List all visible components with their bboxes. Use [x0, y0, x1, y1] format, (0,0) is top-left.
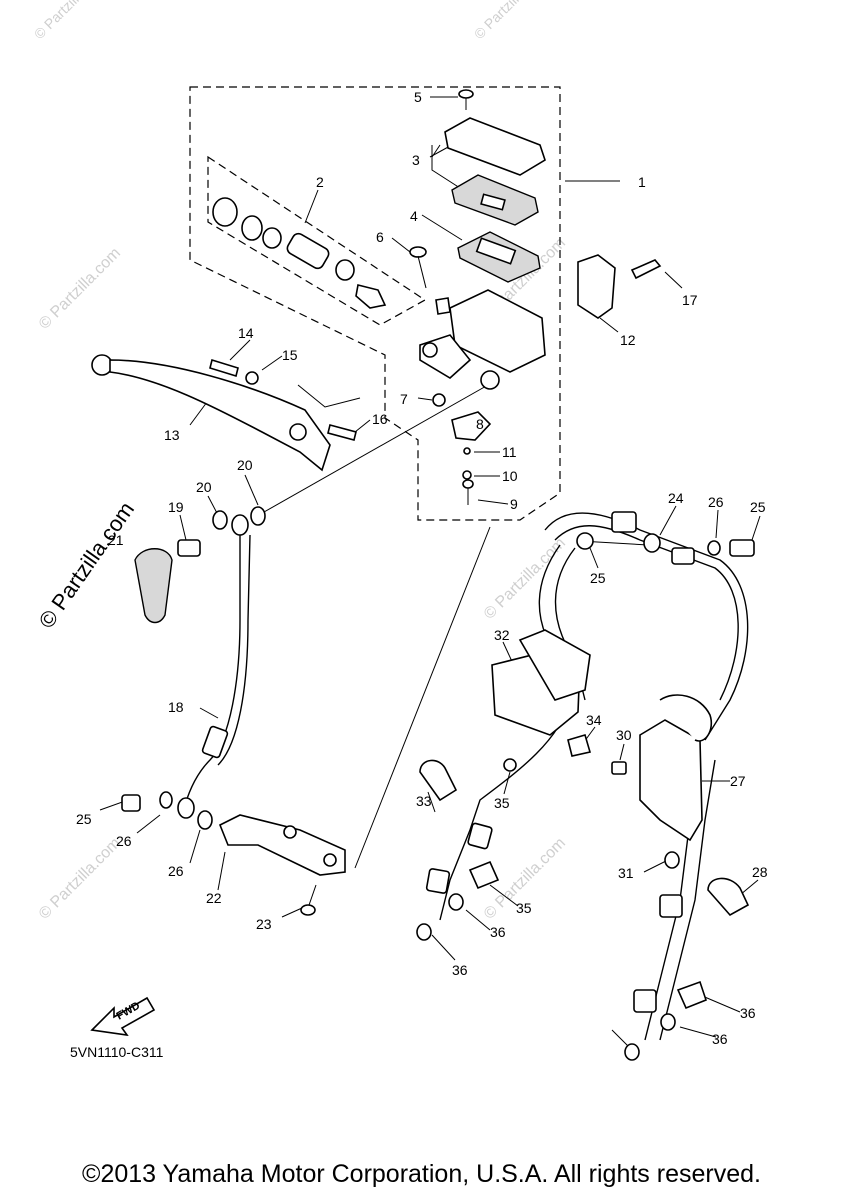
- piston-kit-parts: [212, 197, 387, 309]
- callout-label: 4: [410, 208, 418, 224]
- callout-label: 27: [730, 773, 746, 789]
- callout-label: 18: [168, 699, 184, 715]
- callout-label: 35: [494, 795, 510, 811]
- front-hose-parts: [121, 506, 346, 916]
- callout-label: 36: [452, 962, 468, 978]
- callout-label: 33: [416, 793, 432, 809]
- callout-label: 6: [376, 229, 384, 245]
- master-cylinder-parts: [409, 89, 662, 505]
- watermark-main: © Partzilla.com: [34, 497, 140, 633]
- piston-kit-outline: [207, 155, 427, 326]
- callout-label: 30: [616, 727, 632, 743]
- callout-label: 25: [76, 811, 92, 827]
- callout-label: 21: [108, 532, 124, 548]
- copyright-notice: ©2013 Yamaha Motor Corporation, U.S.A. A…: [82, 1160, 761, 1188]
- callout-label: 7: [400, 391, 408, 407]
- callout-label: 24: [668, 490, 684, 506]
- callout-label: 31: [618, 865, 634, 881]
- assembly-outline: [189, 86, 561, 521]
- callout-label: 16: [372, 411, 388, 427]
- callout-label: 36: [490, 924, 506, 940]
- callout-label: 26: [708, 494, 724, 510]
- callout-label: 23: [256, 916, 272, 932]
- callout-label: 3: [412, 152, 420, 168]
- watermark: © Partzilla.com: [471, 0, 549, 42]
- callout-label: 17: [682, 292, 698, 308]
- callout-label: 25: [590, 570, 606, 586]
- callout-label: 1: [638, 174, 646, 190]
- callout-label: 25: [750, 499, 766, 515]
- callout-label: 15: [282, 347, 298, 363]
- callout-label: 35: [516, 900, 532, 916]
- watermark: © Partzilla.com: [31, 0, 109, 42]
- drawing-code: 5VN1110-C311: [70, 1044, 164, 1060]
- callout-label: 12: [620, 332, 636, 348]
- callout-label: 19: [168, 499, 184, 515]
- callout-label: 34: [586, 712, 602, 728]
- callout-label: 26: [116, 833, 132, 849]
- callout-label: 8: [476, 416, 484, 432]
- forward-arrow-icon: FWD: [90, 996, 156, 1037]
- callout-label: 22: [206, 890, 222, 906]
- callout-label: 32: [494, 627, 510, 643]
- callout-label: 5: [414, 89, 422, 105]
- watermark: © Partzilla.com: [36, 245, 124, 333]
- callout-label: 26: [168, 863, 184, 879]
- callout-label: 2: [316, 174, 324, 190]
- callout-label: 28: [752, 864, 768, 880]
- callout-label: 36: [712, 1031, 728, 1047]
- callout-label: 20: [196, 479, 212, 495]
- callout-label: 9: [510, 496, 518, 512]
- callout-label: 10: [502, 468, 518, 484]
- callout-label: 14: [238, 325, 254, 341]
- callout-label: 13: [164, 427, 180, 443]
- callouts: 5 3 1 2 4 6 17 12 14 15 13 16 7 8 11 10 …: [76, 89, 768, 1047]
- callout-label: 36: [740, 1005, 756, 1021]
- brake-lever: [91, 354, 357, 472]
- callout-label: 11: [502, 444, 517, 460]
- watermark: © Partzilla.com: [36, 835, 124, 923]
- callout-label: 20: [237, 457, 253, 473]
- rear-hose-parts: [416, 511, 755, 1061]
